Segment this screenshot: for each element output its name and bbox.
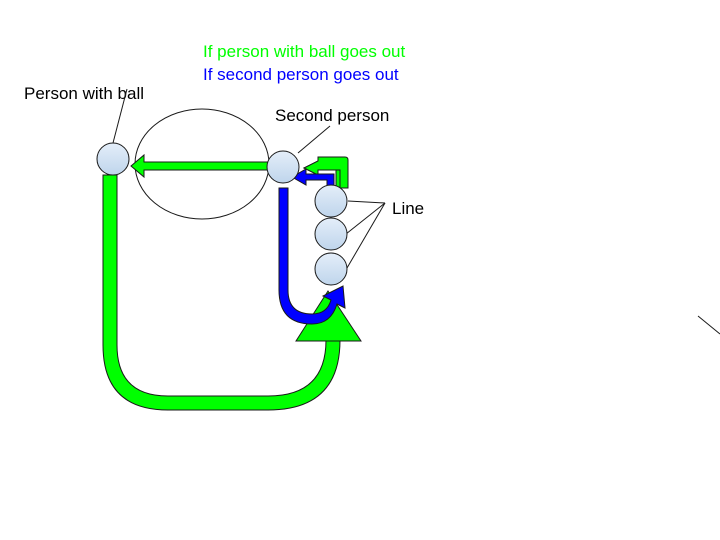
second-person-leader bbox=[297, 125, 331, 154]
line-leader-1 bbox=[347, 200, 386, 204]
green-hook-arrow-body bbox=[302, 156, 349, 189]
stray-line bbox=[697, 315, 720, 335]
label-person-with-ball: Person with ball bbox=[24, 84, 144, 103]
person-with-ball-leader bbox=[112, 88, 128, 144]
legend-blue-text: If second person goes out bbox=[203, 65, 399, 84]
person-with-ball-circle bbox=[96, 142, 130, 176]
line-leader-2 bbox=[345, 202, 386, 235]
blue-loop-arrow bbox=[278, 187, 346, 325]
green-pass-arrow bbox=[130, 153, 271, 179]
line-leader-3 bbox=[346, 202, 386, 269]
label-line: Line bbox=[392, 199, 424, 218]
line-person-1 bbox=[314, 184, 348, 218]
line-person-3 bbox=[314, 252, 348, 286]
label-second-person: Second person bbox=[275, 106, 389, 125]
second-person-circle bbox=[266, 150, 300, 184]
line-person-2 bbox=[314, 217, 348, 251]
legend-green-text: If person with ball goes out bbox=[203, 42, 406, 61]
